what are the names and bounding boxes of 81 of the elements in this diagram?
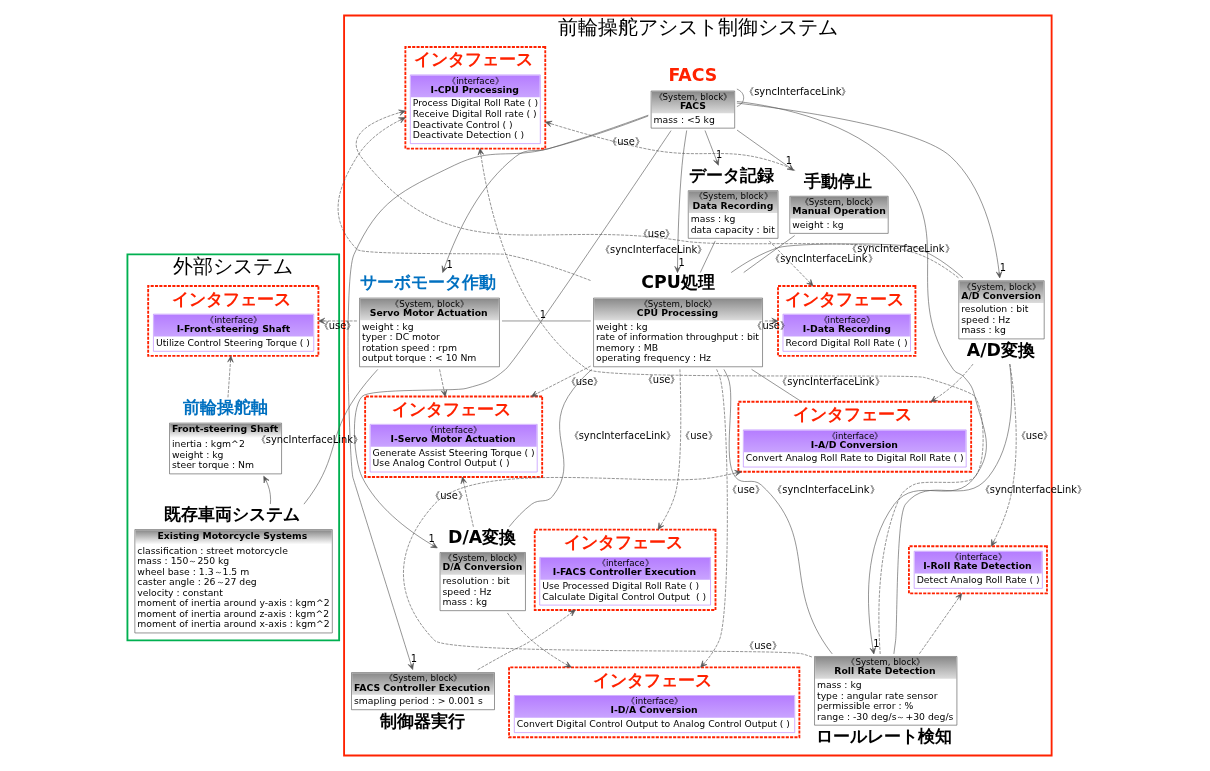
edge-label: 《use》 <box>607 136 645 148</box>
edge-label: 1 <box>715 148 723 160</box>
connector <box>730 243 964 279</box>
edge-label: 《use》 <box>642 374 681 386</box>
connector <box>501 320 592 322</box>
connector <box>303 369 379 505</box>
arrow <box>736 101 987 655</box>
node-box: インタフェース 《interface》 I-FACS Controller Execution Use Processed Digital Roll Rate ( ) Calculate Digital Control Output ( ) <box>533 528 717 611</box>
arrow <box>354 130 672 549</box>
node-label: FACS <box>668 65 718 86</box>
node-label: 手動停止 <box>804 170 873 191</box>
arrow <box>507 612 572 668</box>
arrow <box>768 240 814 287</box>
edge-label: 《syncInterfaceLink》 <box>772 483 880 495</box>
arrow <box>263 475 271 505</box>
connector <box>743 235 795 273</box>
edge-label: 1 <box>428 533 435 545</box>
edge-label: 《syncInterfaceLink》 <box>744 85 852 97</box>
edge-label: 《syncInterfaceLink》 <box>847 242 955 254</box>
edge-label: 1 <box>999 261 1007 273</box>
edge-label: 《use》 <box>1015 430 1054 442</box>
connector <box>700 240 716 273</box>
node-box: インタフェース 《interface》 I-D/A Conversion Convert Digital Control Output to Analog Control Output ( ) <box>508 666 801 739</box>
arrow <box>704 130 720 166</box>
connector <box>736 88 744 107</box>
edge-label: 1 <box>678 256 685 268</box>
node-box: インタフェース 《interface》 I-Servo Motor Actuation Generate Assist Steering Torque ( ) Use Analog Control Output ( ) <box>364 395 544 478</box>
arrow <box>318 317 358 325</box>
arrow <box>674 130 687 273</box>
arrow <box>355 109 959 279</box>
arrow <box>919 593 962 655</box>
arrow <box>477 609 576 670</box>
edge-label: 《syncInterfaceLink》 <box>600 244 708 256</box>
node-label: ロールレート検知 <box>815 726 952 747</box>
arrow <box>477 148 984 655</box>
edge-label: 1 <box>785 155 792 167</box>
edge-label: 《syncInterfaceLink》 <box>777 376 885 388</box>
arrow <box>930 363 974 402</box>
node-label: データ記録 <box>689 165 775 186</box>
node-label: D/A変換 <box>448 526 517 547</box>
arrow <box>764 317 779 325</box>
edge-label: 《syncInterfaceLink》 <box>568 430 676 442</box>
connector <box>508 369 593 527</box>
arrow <box>545 120 796 171</box>
connector <box>751 369 802 402</box>
node-label: 制御器実行 <box>379 710 465 731</box>
edge-label: 1 <box>410 653 418 665</box>
edge-label: 1 <box>446 258 453 270</box>
arrow <box>531 365 591 397</box>
connector <box>893 363 1012 655</box>
arrow <box>227 355 234 398</box>
node-box: インタフェース 《interface》 I-A/D Conversion Convert Analog Roll Rate to Digital Roll Rate ( ) <box>737 400 973 473</box>
arrow <box>736 129 794 171</box>
arrow <box>347 115 649 670</box>
edge-label: 《use》 <box>430 489 468 501</box>
connector <box>723 369 833 655</box>
arrow <box>700 369 728 668</box>
arrow <box>441 114 649 273</box>
node-label: 前輪操舵軸 <box>182 397 268 418</box>
node-label: CPU処理 <box>641 272 715 293</box>
edge-label: 《use》 <box>680 430 718 442</box>
node-label: サーボモータ作動 <box>359 272 496 293</box>
edge-label: 《use》 <box>565 376 604 388</box>
arrow <box>991 363 1017 547</box>
edge-label: 1 <box>873 637 880 649</box>
arrow <box>657 369 682 530</box>
edge-label: 1 <box>539 308 547 320</box>
arrow <box>439 369 448 397</box>
node-label: 既存車両システム <box>163 503 300 524</box>
node-box: 《interface》 I-Roll Rate Detection Detect Analog Roll Rate ( ) <box>908 545 1048 595</box>
node-box: インタフェース 《interface》 I-CPU Processing Process Digital Roll Rate ( ) Receive Digital Roll rate ( ) Deactivate Control ( ) Deactivate Detection ( ) <box>404 46 547 150</box>
arrow <box>337 117 591 281</box>
edge-label: 《use》 <box>752 319 790 331</box>
edge-label: 《use》 <box>637 227 676 239</box>
arrow <box>403 470 813 658</box>
edge-label: 《use》 <box>744 640 782 652</box>
arrow <box>460 476 474 528</box>
edge-label: 《use》 <box>727 483 765 495</box>
node-label: A/D変換 <box>966 339 1035 360</box>
node-box: インタフェース 《interface》 I-Front-steering Shaft Utilize Control Steering Torque ( ) <box>147 285 320 357</box>
arrow <box>736 102 1003 279</box>
